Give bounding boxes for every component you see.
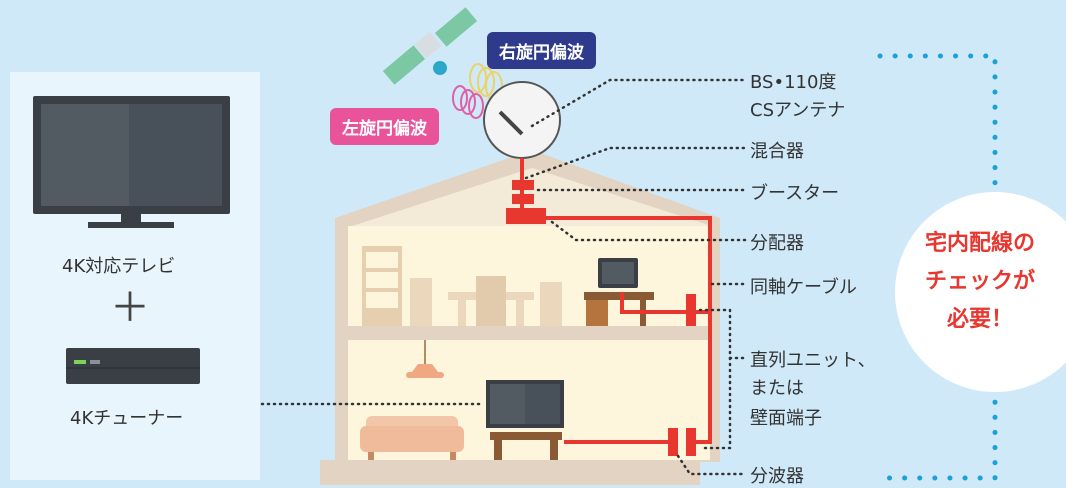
unit-label-line1: 直列ユニット、	[750, 350, 876, 371]
mixer-device	[512, 180, 534, 190]
unit-label-line2: または	[750, 378, 804, 399]
check-bubble-text: 宅内配線の チェックが 必要！	[905, 225, 1055, 339]
living-tv-icon	[486, 380, 564, 460]
booster-device	[512, 194, 534, 204]
left-circular-tag: 左旋円偏波	[330, 108, 439, 145]
wave-icon	[452, 63, 503, 119]
series-unit-downstairs	[686, 428, 696, 456]
antenna-label-line2: CSアンテナ	[750, 100, 846, 121]
splitter-device	[506, 208, 546, 224]
antenna-label-line1: BS•110度	[750, 72, 837, 93]
coax-label: 同軸ケーブル	[750, 277, 857, 298]
coax-cable	[520, 180, 712, 444]
unit-label-line3: 壁面端子	[750, 408, 822, 429]
mixer-label: 混合器	[750, 141, 804, 162]
lamp-icon	[406, 340, 444, 378]
bubble-line1: 宅内配線の	[924, 231, 1035, 256]
bubble-line2: チェックが	[924, 269, 1035, 294]
tuner-label: 4Kチューナー	[70, 408, 184, 429]
antenna-dish-icon	[483, 81, 561, 180]
splitter-label: 分配器	[750, 233, 804, 254]
pc-desk-icon	[584, 258, 654, 326]
right-circular-tag: 右旋円偏波	[487, 32, 596, 69]
dining-table-icon	[410, 276, 562, 326]
booster-label: ブースター	[750, 183, 840, 204]
bubble-line3: 必要！	[946, 307, 1013, 332]
demux-label: 分波器	[750, 466, 804, 487]
bookshelf-icon	[362, 246, 402, 326]
tv-icon	[33, 96, 230, 228]
satellite-icon	[382, 7, 478, 85]
check-bubble	[895, 192, 1066, 392]
demux-device	[668, 428, 678, 456]
tv-label: 4K対応テレビ	[62, 256, 176, 277]
leader-lines	[260, 78, 747, 476]
sofa-icon	[360, 416, 464, 460]
check-bracket	[877, 53, 998, 481]
tuner-icon	[66, 348, 200, 384]
series-unit-upstairs	[686, 294, 696, 326]
plus-sign: ＋	[110, 285, 150, 331]
